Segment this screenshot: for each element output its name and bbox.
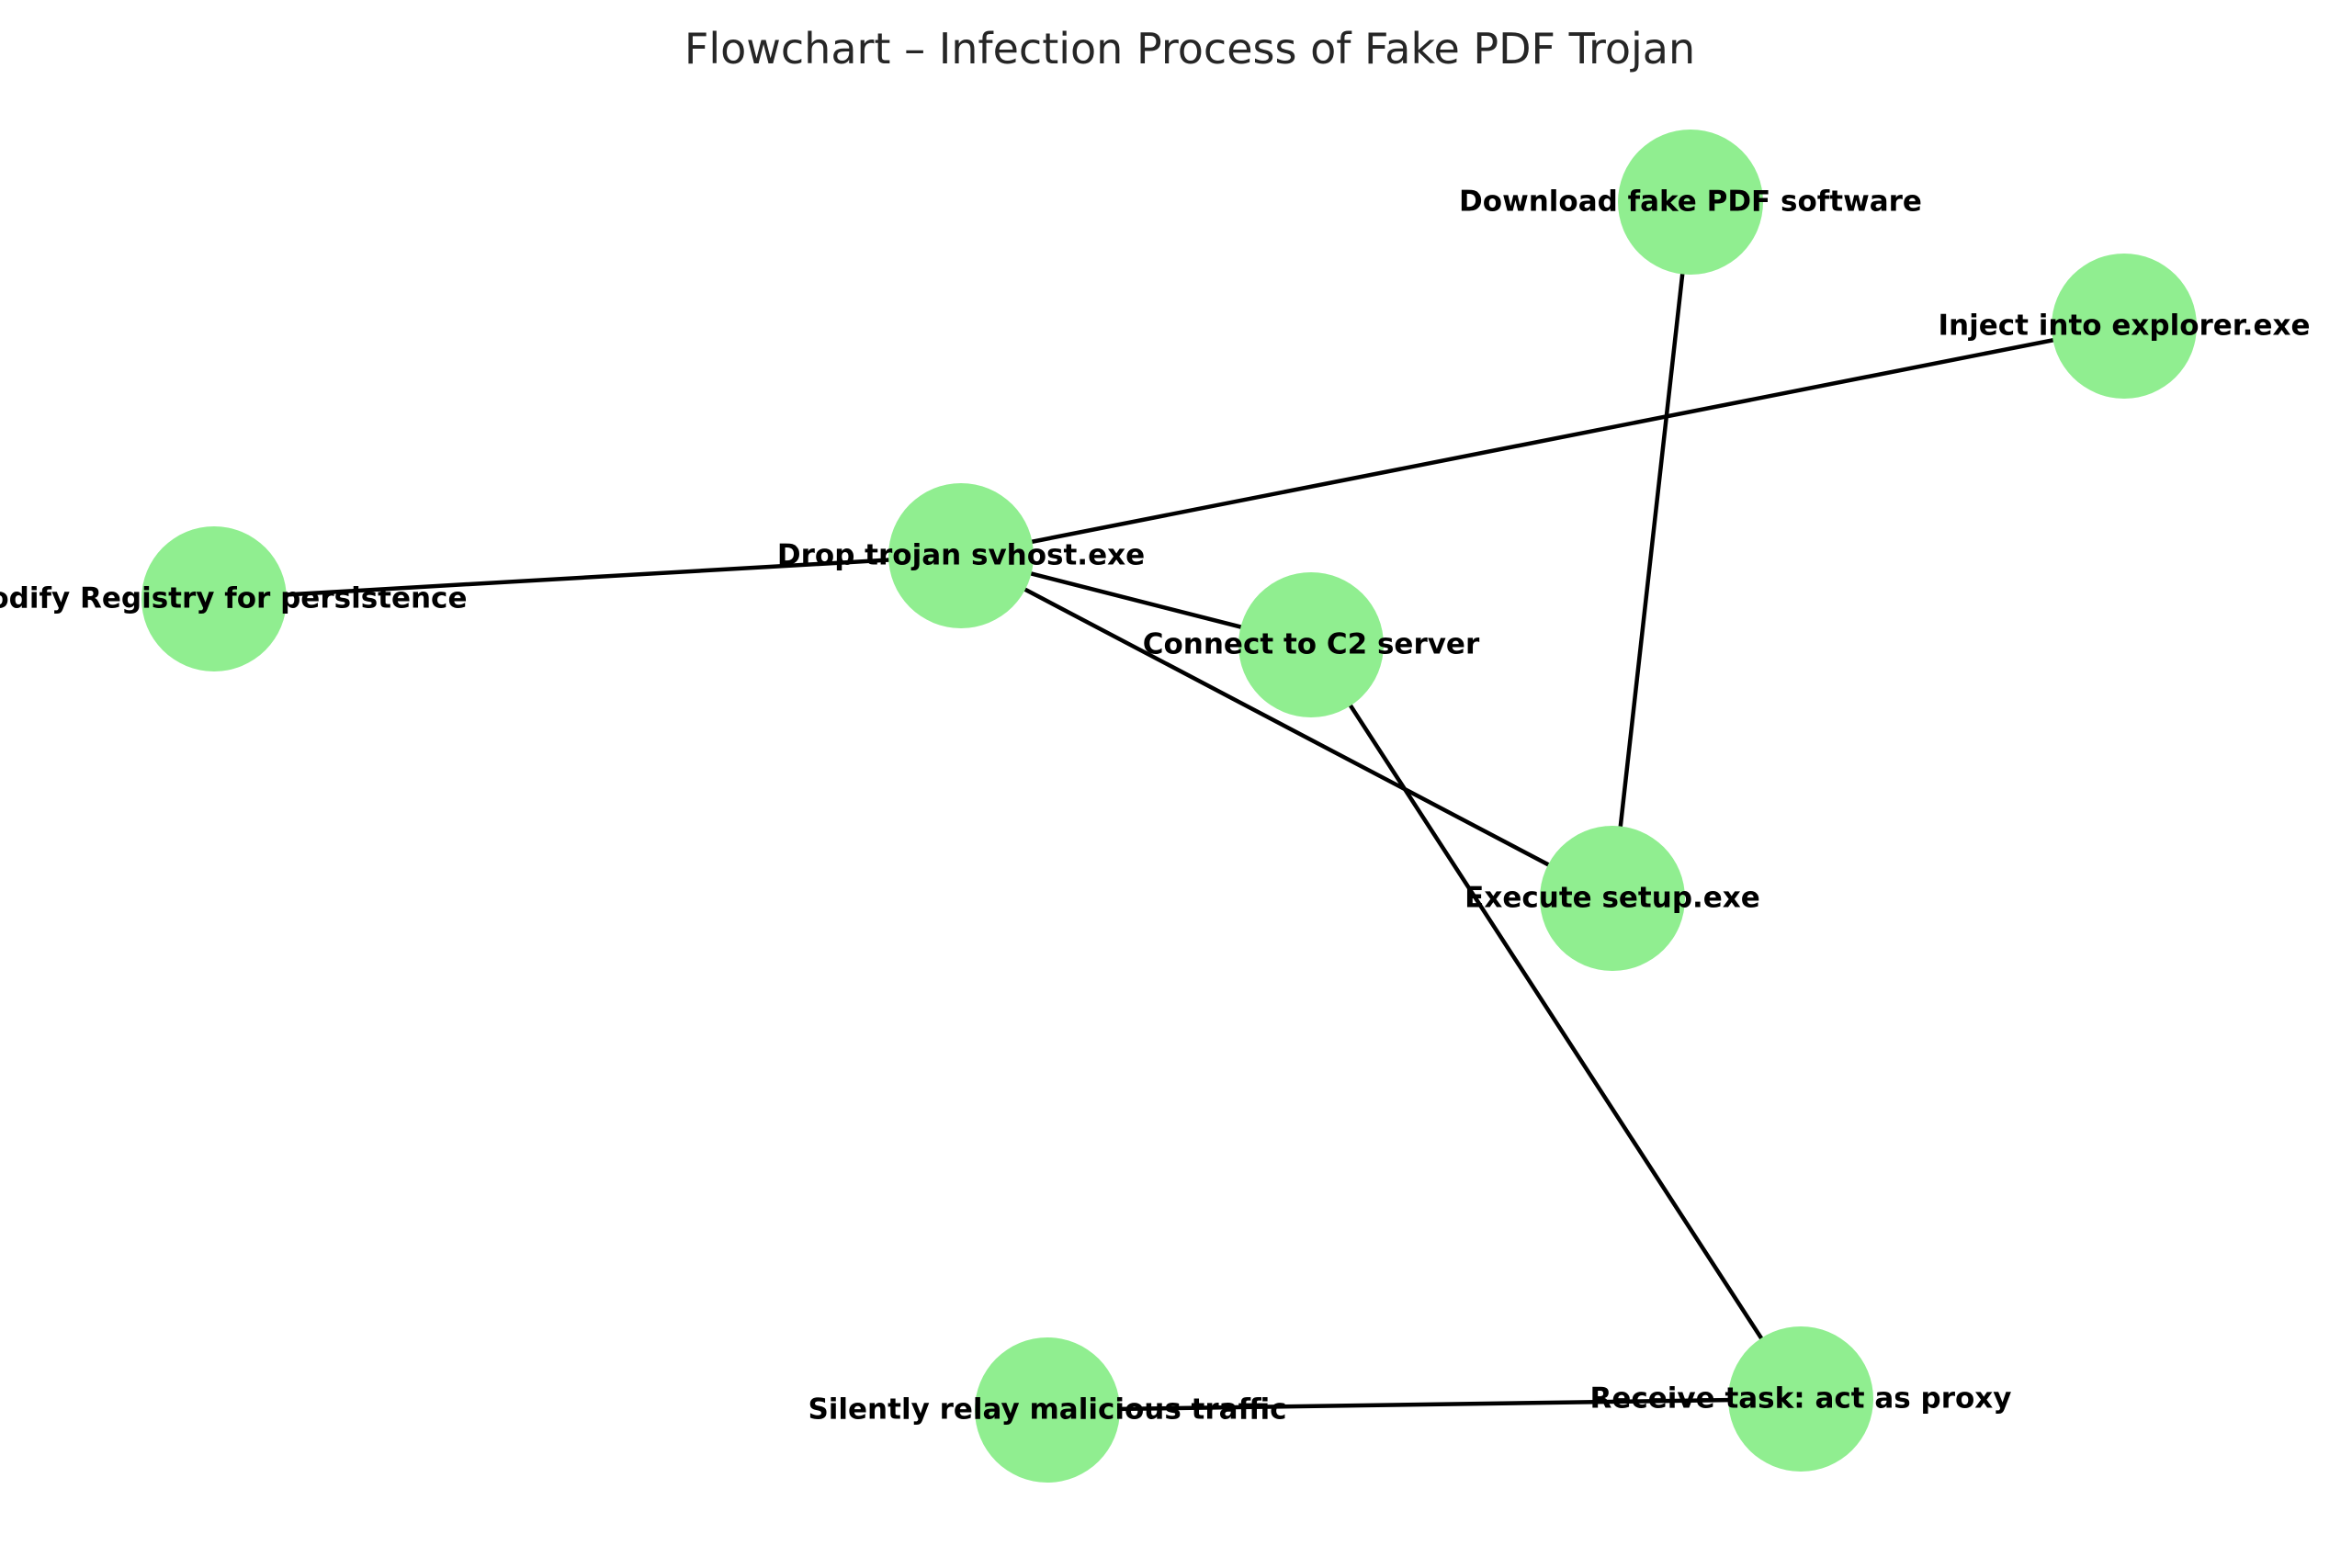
- node-execute-setup: [1540, 826, 1685, 971]
- edge-download-fake-pdf-execute-setup: [1610, 201, 1693, 899]
- node-label-modify-registry: Modify Registry for persistence: [0, 581, 468, 615]
- node-label-drop-trojan: Drop trojan svhost.exe: [776, 538, 1146, 572]
- node-receive-task: [1728, 1326, 1873, 1472]
- node-relay-traffic: [975, 1337, 1120, 1483]
- node-connect-c2: [1238, 572, 1384, 717]
- node-label-download-fake-pdf: Download fake PDF software: [1459, 185, 1922, 219]
- node-download-fake-pdf: [1618, 130, 1763, 275]
- node-label-execute-setup: Execute setup.exe: [1464, 881, 1760, 915]
- edge-receive-task-relay-traffic: [1046, 1396, 1802, 1413]
- node-label-relay-traffic: Silently relay malicious traffic: [808, 1393, 1287, 1427]
- node-label-receive-task: Receive task: act as proxy: [1589, 1382, 2012, 1416]
- edge-connect-c2-receive-task: [1309, 643, 1803, 1401]
- node-inject-explorer: [2052, 254, 2197, 399]
- node-drop-trojan: [888, 483, 1034, 628]
- node-label-connect-c2: Connect to C2 server: [1142, 627, 1480, 661]
- node-modify-registry: [141, 526, 287, 671]
- edge-execute-setup-drop-trojan: [959, 554, 1614, 900]
- edge-drop-trojan-modify-registry: [213, 553, 962, 602]
- node-label-inject-explorer: Inject into explorer.exe: [1938, 309, 2311, 343]
- edge-drop-trojan-inject-explorer: [960, 323, 2125, 558]
- chart-title: Flowchart – Infection Process of Fake PD…: [684, 24, 1696, 73]
